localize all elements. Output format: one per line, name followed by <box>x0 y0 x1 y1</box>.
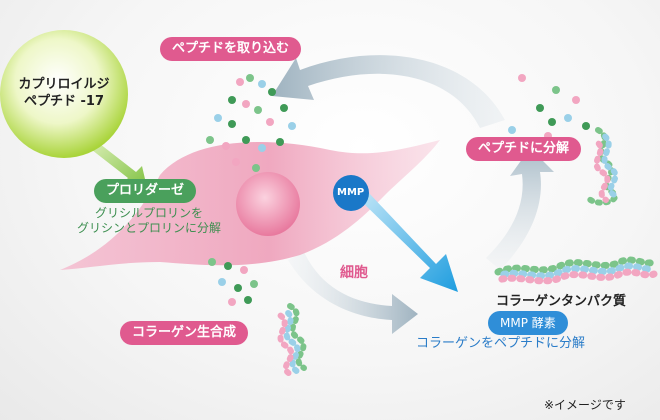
collagen-coil-bottom <box>275 303 307 377</box>
ingredient-name-line1: カプリロイルジ <box>18 77 110 92</box>
ingredient-circle <box>0 30 128 158</box>
cell-label: 細胞 <box>340 265 368 281</box>
prolidase-desc-line1: グリシルプロリンを <box>94 206 203 220</box>
molecules-cell-bottom <box>208 258 258 306</box>
peptide-breakdown-label: ペプチドに分解 <box>466 137 582 161</box>
collagen-strand-long <box>494 256 658 285</box>
molecules-breakdown <box>508 74 590 140</box>
prolidase-desc-line2: グリシンとプロリンに分解 <box>76 221 221 235</box>
prolidase-description: グリシルプロリンを グリシンとプロリンに分解 <box>54 206 244 236</box>
mmp-badge-circle <box>333 175 369 211</box>
collagen-protein-label: コラーゲンタンパク質 <box>496 294 627 309</box>
ingredient-label: カプリロイルジ ペプチド -17 <box>0 76 128 110</box>
cycle-arrow-bottom <box>288 252 418 334</box>
mmp-arrow <box>360 192 458 292</box>
mmp-badge-label: MMP <box>337 187 365 198</box>
mmp-enzyme-label: MMP 酵素 <box>488 311 568 335</box>
collagen-synthesis-label: コラーゲン生合成 <box>120 321 249 345</box>
prolidase-label: プロリダーゼ <box>94 179 197 203</box>
image-note: ※イメージです <box>544 398 626 412</box>
ingredient-name-line2: ペプチド -17 <box>23 94 104 109</box>
cell-nucleus <box>236 172 300 236</box>
cycle-arrow-right <box>486 148 554 270</box>
peptide-uptake-label: ペプチドを取り込む <box>160 37 302 61</box>
collagen-coil-right <box>585 127 619 206</box>
collagen-to-peptide-label: コラーゲンをペプチドに分解 <box>416 336 586 351</box>
cycle-arrow-top <box>272 55 505 128</box>
molecules-uptake <box>206 74 296 172</box>
